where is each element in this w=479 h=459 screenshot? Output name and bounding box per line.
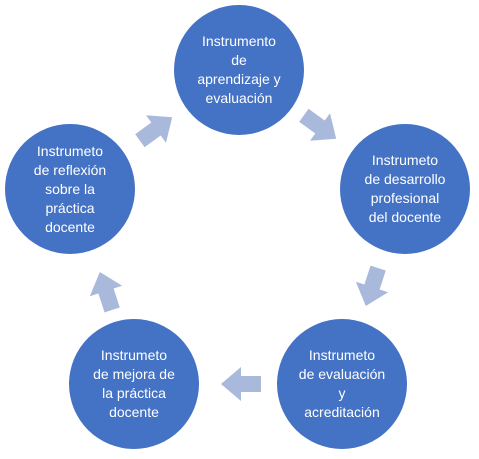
node-instrumeto-evaluacion-acreditacion: Instrumeto de evaluación y acreditación: [277, 319, 407, 449]
node-label: Instrumeto de reflexión sobre la práctic…: [33, 142, 107, 235]
node-instrumeto-reflexion-practica: Instrumeto de reflexión sobre la práctic…: [5, 124, 135, 254]
node-label: Instrumeto de evaluación y acreditación: [298, 347, 386, 420]
arrow-right-icon: [350, 263, 395, 312]
node-instrumeto-mejora-practica: Instrumeto de mejora de la práctica doce…: [69, 319, 199, 449]
node-instrumento-aprendizaje-evaluacion: Instrumento de aprendizaje y evaluación: [174, 5, 304, 135]
arrow-right-icon: [221, 367, 261, 401]
arrow-right-icon: [84, 267, 129, 316]
node-label: Instrumeto de mejora de la práctica doce…: [93, 347, 175, 420]
node-label: Instrumeto de desarrollo profesional del…: [364, 152, 446, 225]
arrow-right-icon: [130, 103, 182, 154]
arrow-right-icon: [294, 101, 346, 152]
node-instrumeto-desarrollo-profesional: Instrumeto de desarrollo profesional del…: [340, 124, 470, 254]
node-label: Instrumento de aprendizaje y evaluación: [197, 33, 281, 106]
